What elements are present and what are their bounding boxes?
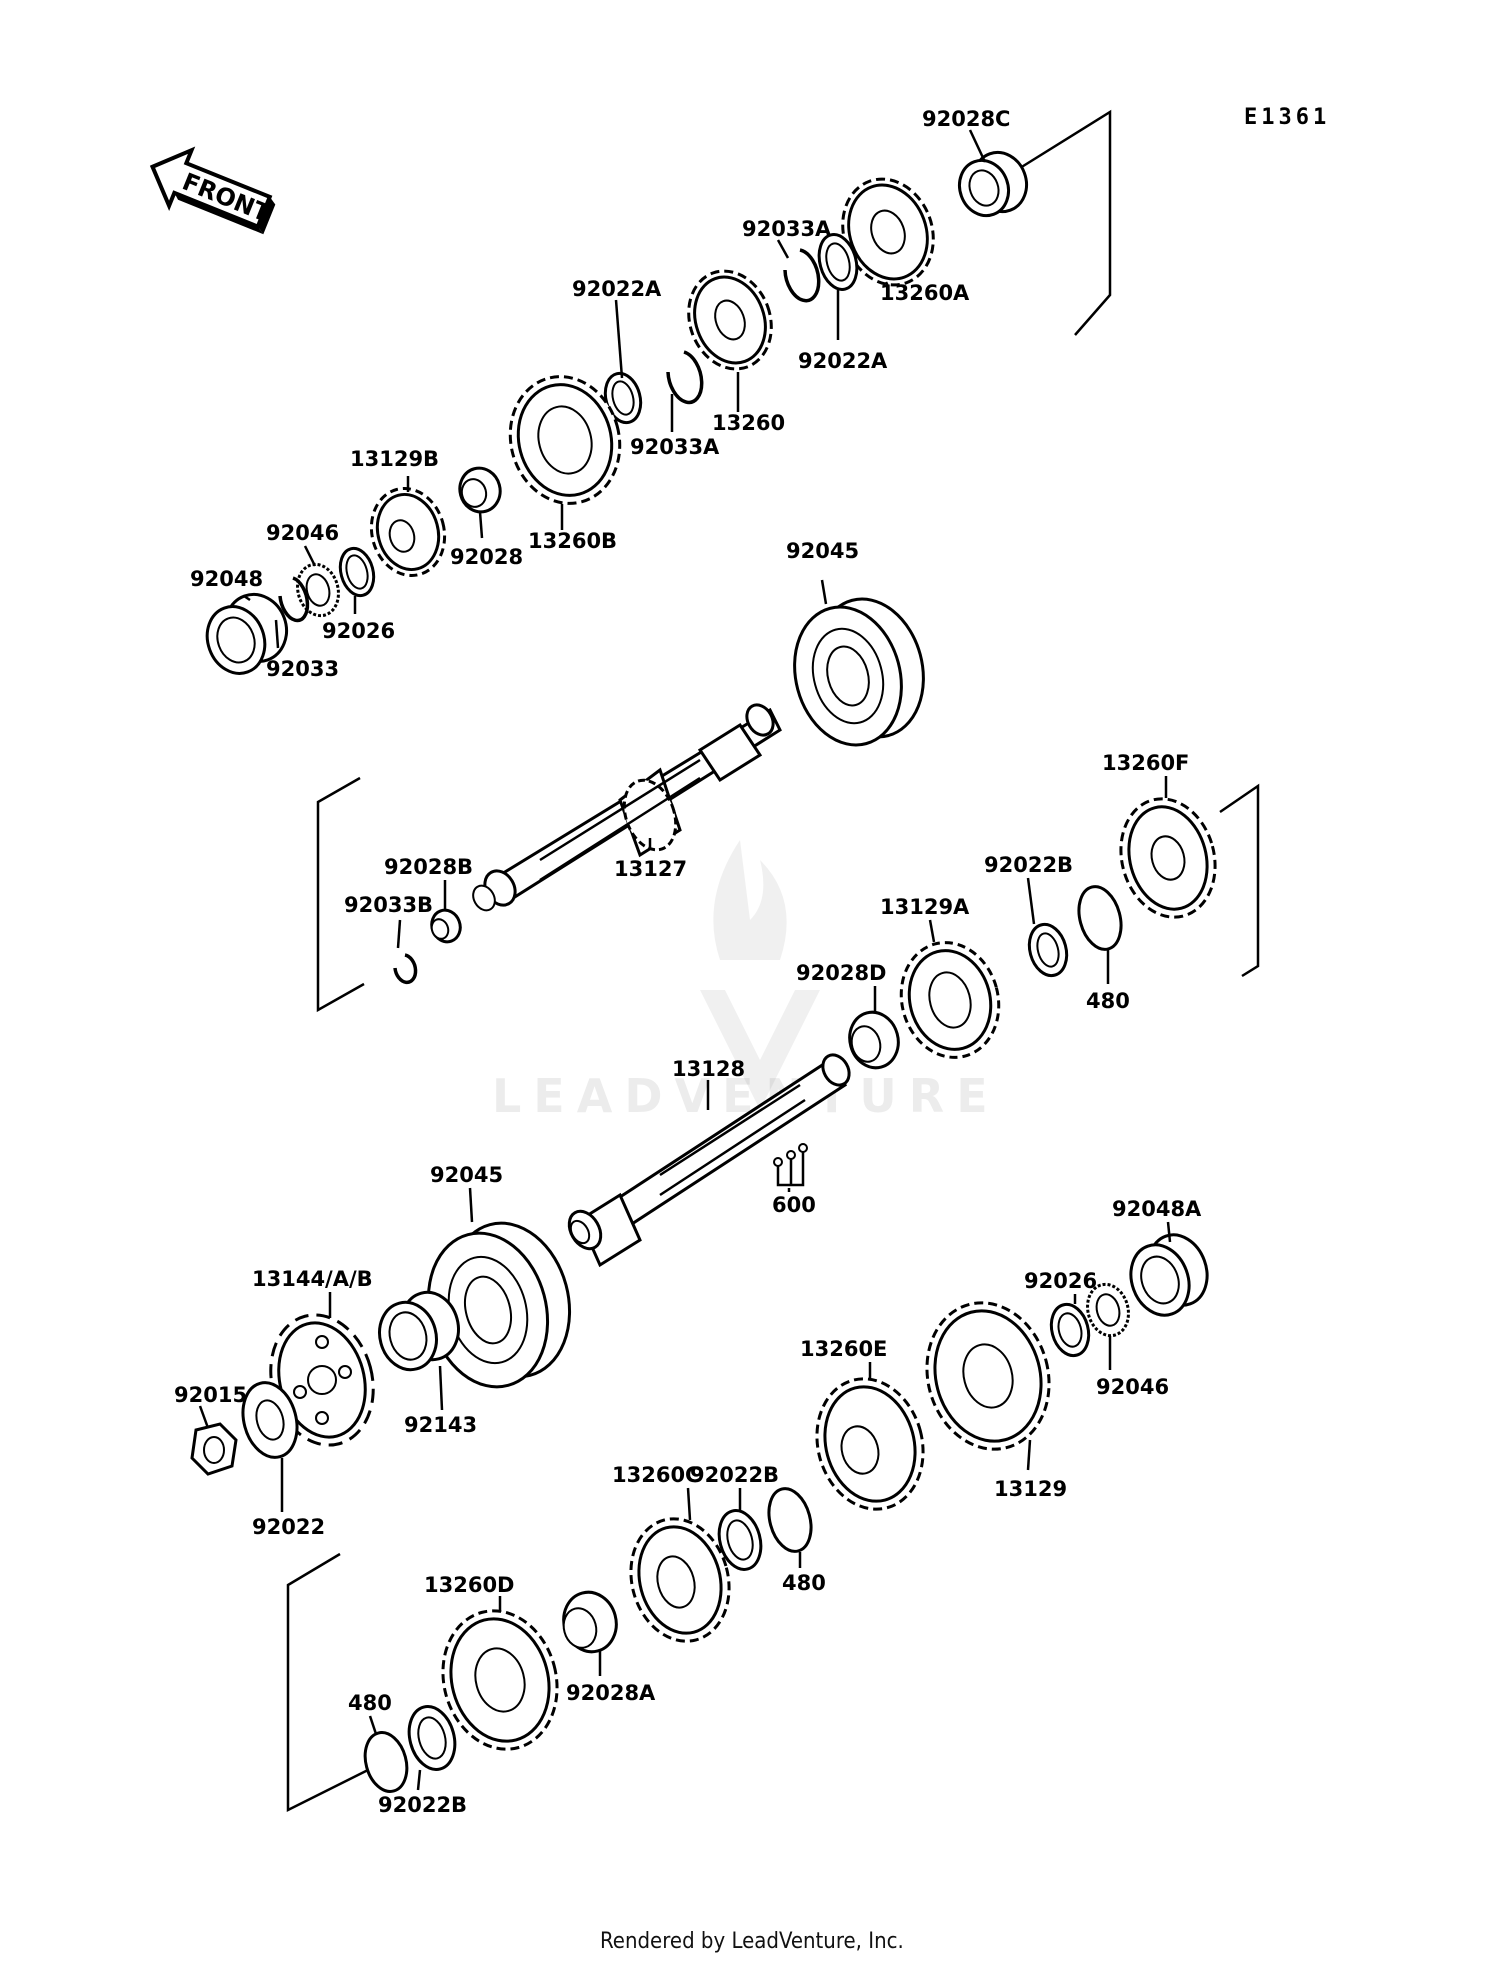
label-92022: 92022 [252,1515,325,1539]
label-92046-bottom: 92046 [1096,1375,1169,1399]
part-13260d-gear [441,1609,559,1751]
part-92048a-collar [1129,1233,1209,1317]
part-92022b-washer-right [1027,922,1069,978]
part-92033a-circlip-bottom [666,350,704,405]
label-13127: 13127 [614,857,687,881]
label-13260a: 13260A [880,281,970,305]
part-13260b-gear [508,375,622,505]
label-92028d: 92028D [796,961,887,985]
label-92033a-bottom: 92033A [630,435,720,459]
part-92015-nut [190,1422,238,1476]
label-92026-top: 92026 [322,619,395,643]
label-480-right: 480 [1086,989,1130,1013]
label-92022a-left: 92022A [572,277,662,301]
label-13260c: 13260C [612,1463,700,1487]
label-13128: 13128 [672,1057,745,1081]
label-92143: 92143 [404,1413,477,1437]
label-92022b-right: 92022B [984,853,1073,877]
part-92045-bearing-top [793,597,925,747]
part-92022a-washer-left [603,371,643,425]
part-92033b-circlip [393,953,418,985]
part-92028-bushing [458,466,502,514]
label-13260e: 13260E [800,1337,887,1361]
front-arrow-icon: FRONT [149,146,276,235]
watermark-text: LEADVENTURE [492,1069,1000,1123]
label-92045-bottom: 92045 [430,1163,503,1187]
label-13144: 13144/A/B [252,1267,373,1291]
part-92045-bearing-bottom [426,1221,572,1389]
part-92026-washer-top [338,546,376,598]
bracket-bottom-left [286,1552,373,1813]
part-92028c-bushing [957,150,1028,218]
bracket-mid-left [316,776,365,1013]
label-92033a-top: 92033A [742,217,832,241]
bracket-mid-right [1219,783,1260,978]
label-92022b-middle: 92022B [690,1463,779,1487]
part-labels: 92028C 92033A 92022A 92022A 13260A 92033… [174,107,1202,1817]
part-13260f-gear [1119,797,1217,919]
part-13260c-gear [629,1517,731,1643]
label-92033b: 92033B [344,893,433,917]
part-92022b-washer-left [407,1705,457,1771]
part-92046-needle-bearing-top [296,562,340,618]
part-92022-lock-washer [241,1381,299,1459]
part-92033-circlip [278,576,310,623]
part-13129a-gear [899,941,1001,1059]
part-13129-gear [925,1301,1051,1451]
diagram-code: E1361 [1244,105,1330,130]
label-92028c: 92028C [922,107,1010,131]
bracket-top-right [1019,109,1112,336]
label-480-left: 480 [348,1691,392,1715]
part-13260-gear [687,269,773,371]
label-13260: 13260 [712,411,785,435]
part-480-circlip-left [363,1731,409,1793]
label-13260b: 13260B [528,529,617,553]
part-92033a-circlip-top [783,248,821,303]
label-92046-top: 92046 [266,521,339,545]
label-92048a: 92048A [1112,1197,1202,1221]
footer-credit: Rendered by LeadVenture, Inc. [600,1929,904,1954]
label-13129: 13129 [994,1477,1067,1501]
watermark: LEADVENTURE [492,840,1000,1123]
label-92022b-left: 92022B [378,1793,467,1817]
part-92028b-bushing [430,908,462,944]
part-92028a-bushing [562,1590,618,1654]
label-13129a: 13129A [880,895,970,919]
part-92143-collar [378,1290,460,1372]
label-92048: 92048 [190,567,263,591]
part-13260a-gear [841,177,935,287]
part-13127-shaft [472,703,782,912]
part-13260e-gear [815,1377,925,1511]
label-92015: 92015 [174,1383,247,1407]
label-92028b: 92028B [384,855,473,879]
part-92046-needle-bearing-bottom [1086,1282,1130,1338]
part-480-circlip-right [1077,885,1123,951]
part-92022b-washer-middle [717,1509,763,1571]
label-92045-top: 92045 [786,539,859,563]
part-92048-collar [205,592,288,675]
label-13260f: 13260F [1102,751,1189,775]
label-92022a-right: 92022A [798,349,888,373]
label-92033: 92033 [266,657,339,681]
label-92028a: 92028A [566,1681,656,1705]
label-13260d: 13260D [424,1573,515,1597]
part-92028d-bushing [848,1010,900,1070]
label-13129b: 13129B [350,447,439,471]
part-600-pins [773,1143,808,1187]
part-92026-washer-bottom [1049,1302,1091,1358]
leader-lines [198,129,1172,1791]
part-480-circlip-middle [767,1487,813,1553]
part-13128-shaft [567,1053,851,1268]
label-480-middle: 480 [782,1571,826,1595]
label-92026-bottom: 92026 [1024,1269,1097,1293]
part-92022a-washer-right [817,233,859,291]
label-600: 600 [772,1193,816,1217]
part-13129b-gear [369,486,447,578]
label-92028: 92028 [450,545,523,569]
